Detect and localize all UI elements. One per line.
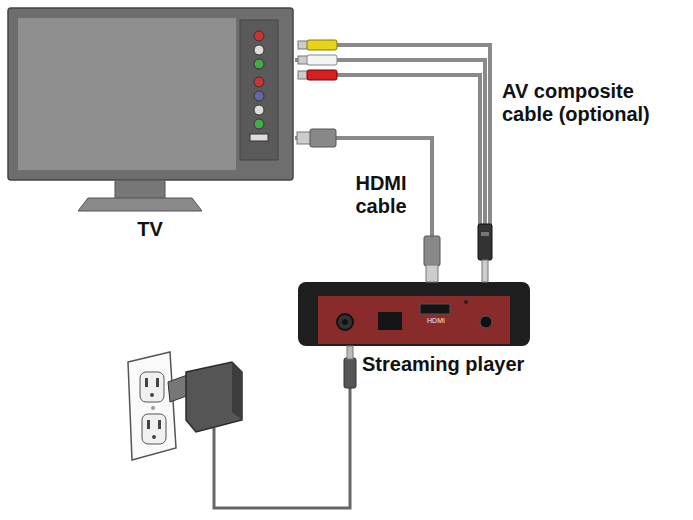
rca-plugs <box>298 40 337 80</box>
node-label: Streaming player <box>362 353 524 375</box>
cable-label: AV composite cable (optional) <box>502 80 688 126</box>
cable-label: HDMI cable <box>338 172 424 218</box>
power-adapter <box>168 346 356 508</box>
av-wires <box>336 45 490 226</box>
av-jack-plug <box>478 224 492 282</box>
port-label: HDMI <box>421 317 451 324</box>
node-label: TV <box>137 218 163 240</box>
tv-node: TV <box>5 5 295 245</box>
tv-illustration <box>8 8 293 211</box>
player-illustration <box>298 282 530 346</box>
hdmi-plugs <box>297 129 440 282</box>
hdmi-cable <box>295 138 432 278</box>
wall-outlet <box>128 352 176 460</box>
av-cable <box>295 60 485 278</box>
player-node: Streaming player <box>298 278 570 383</box>
